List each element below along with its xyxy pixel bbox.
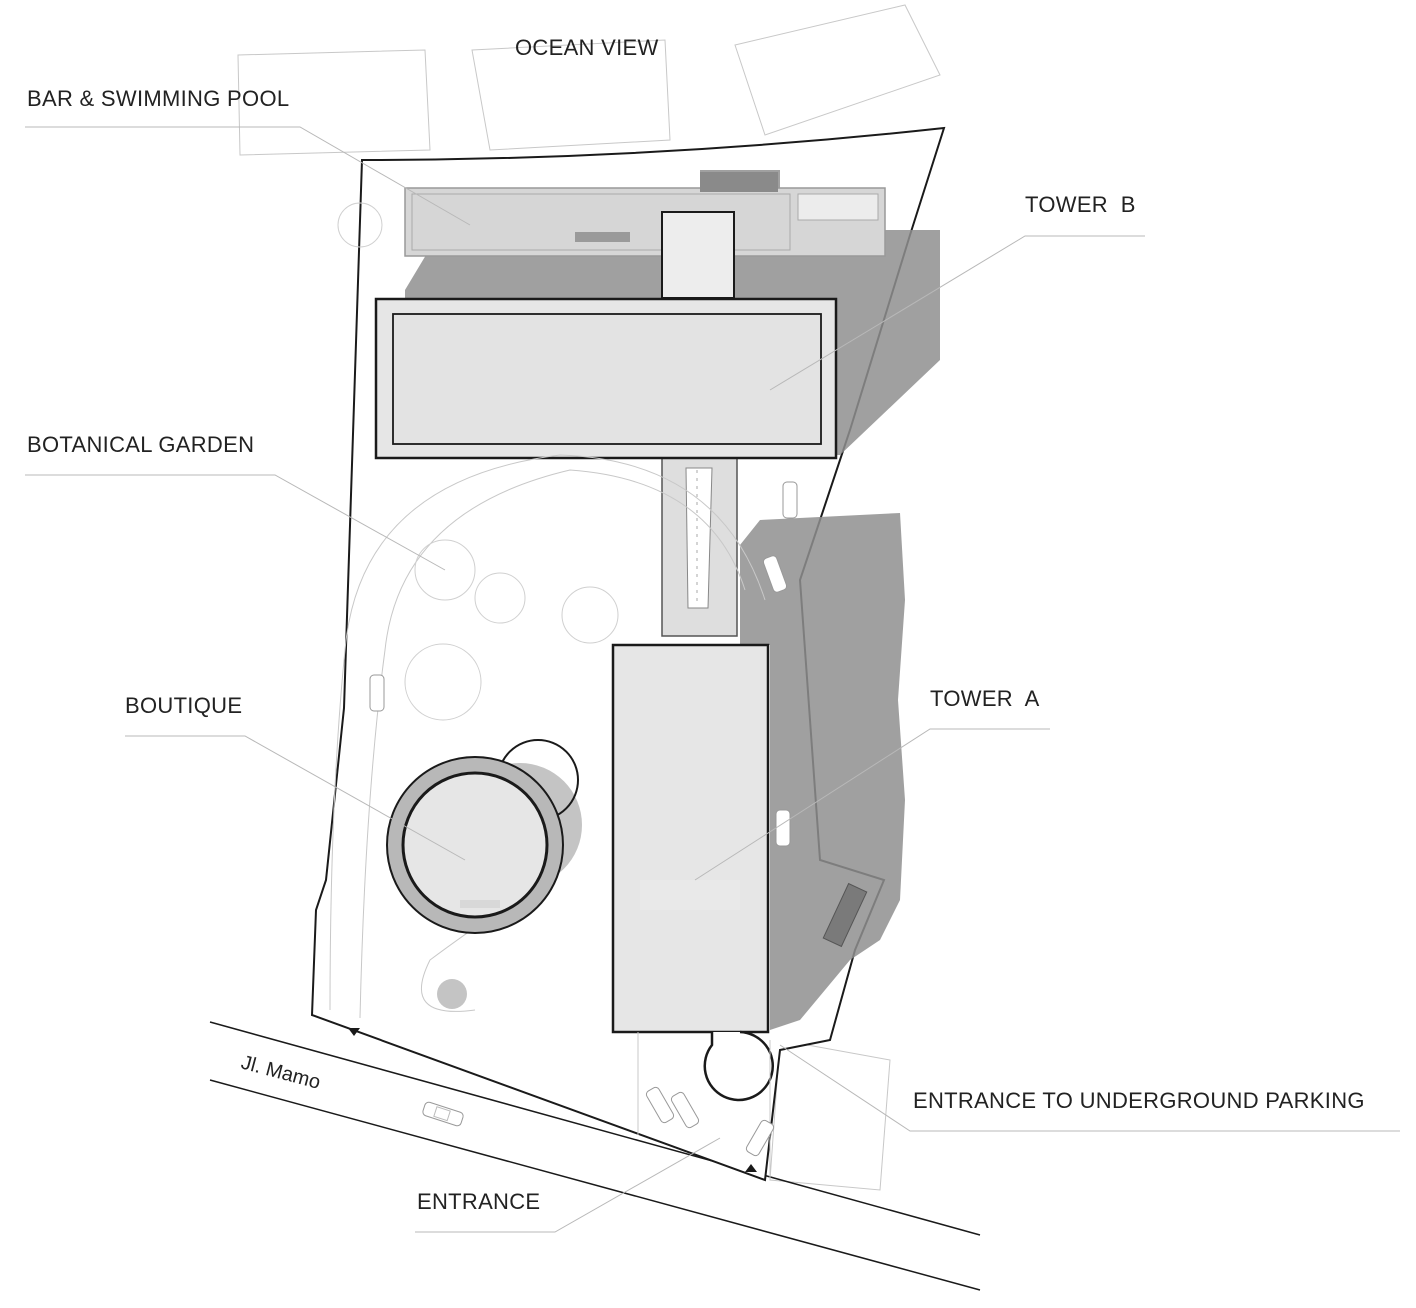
botanical-garden [329,202,766,1019]
label-road-name: Jl. Mamo [239,1052,323,1094]
label-tower-a: TOWER A [930,686,1040,711]
bar-and-pool [404,172,886,257]
entrance-arrow-west-icon [348,1028,360,1036]
label-botanical-garden: BOTANICAL GARDEN [27,432,254,457]
label-ocean-view: OCEAN VIEW [515,35,659,60]
label-tower-b: TOWER B [1025,192,1136,217]
tower-b [374,297,838,460]
road-car-icon [422,1101,464,1127]
label-entrance: ENTRANCE [417,1189,540,1214]
label-boutique: BOUTIQUE [125,693,242,718]
tower-a [611,643,775,1102]
neighbor-buildings [237,4,941,1191]
entrance-arrow-east-icon [745,1164,757,1172]
label-underground-parking: ENTRANCE TO UNDERGROUND PARKING [913,1088,1365,1113]
label-bar-swimming-pool: BAR & SWIMMING POOL [27,86,289,111]
leader-lines [25,126,1400,1233]
road [209,1021,981,1291]
boutique [386,739,582,1012]
entrance-driveway [637,1032,775,1180]
site-cars [369,481,868,948]
